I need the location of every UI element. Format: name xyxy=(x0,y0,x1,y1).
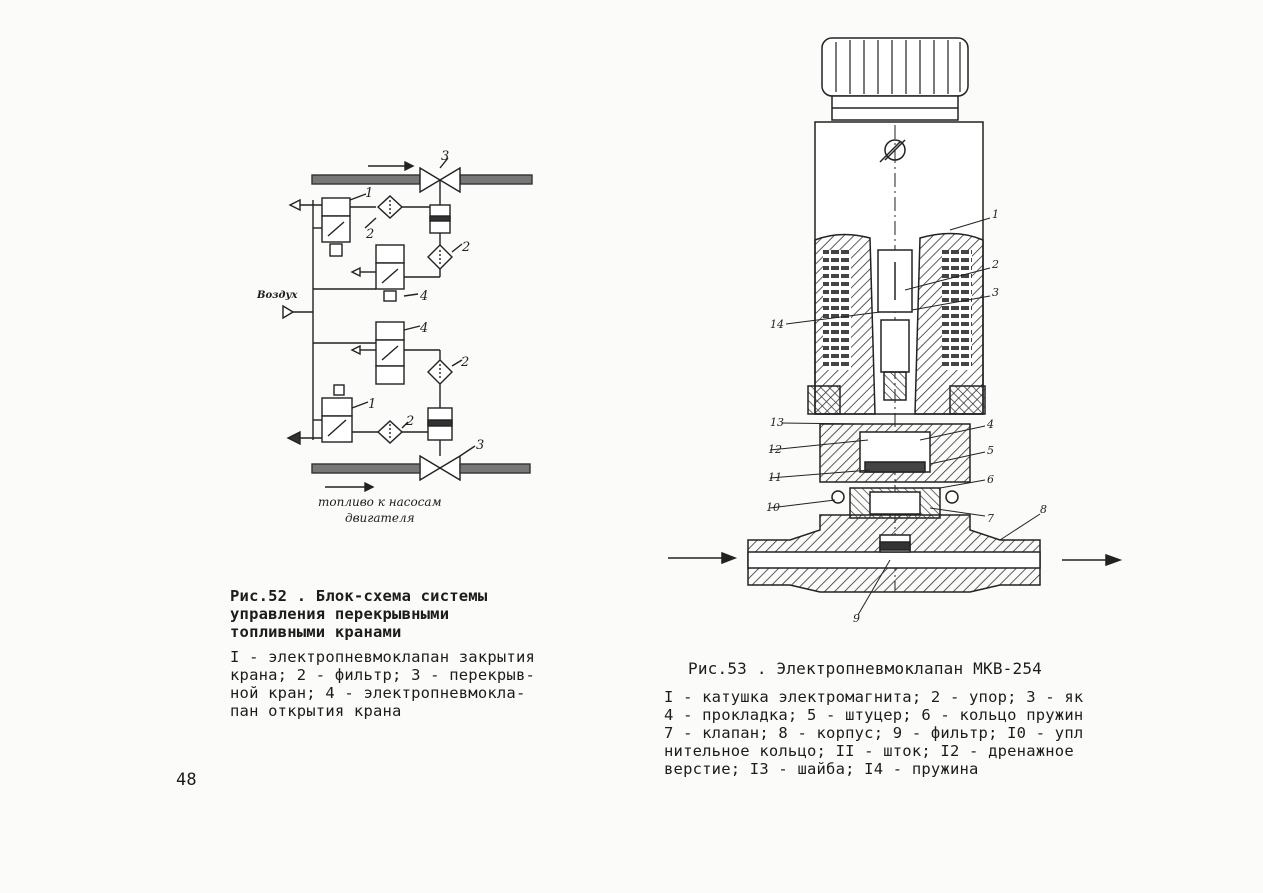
fig52-callout-4-upper: 4 xyxy=(419,289,428,304)
fig52-callout-1-top: 1 xyxy=(365,186,373,201)
fig53-callout-12: 12 xyxy=(768,443,782,456)
fig53-callout-3: 3 xyxy=(992,286,999,299)
fig52-air-label: Воздух xyxy=(257,290,298,301)
fig52-bottom-pipe xyxy=(311,463,421,474)
fig52-callout-3-top: 3 xyxy=(441,149,449,164)
fig53-cap xyxy=(821,37,969,97)
fig53-callout-11: 11 xyxy=(768,471,782,484)
fig52-callout-4-lower: 4 xyxy=(419,321,428,336)
fig53-callout-14: 14 xyxy=(770,318,784,331)
fig53-callout-4: 4 xyxy=(986,418,994,431)
fig53-caption: Рис.53 . Электропневмоклапан МКВ-254 xyxy=(688,659,1042,678)
fig53-callout-9: 9 xyxy=(853,612,860,625)
fig52-top-valve xyxy=(419,166,442,194)
fig53-callout-7: 7 xyxy=(987,512,994,525)
fig52-callout-2-right: 2 xyxy=(461,240,470,255)
fig52-callout-2-bottom: 2 xyxy=(405,414,414,429)
fig52-legend: I - электропневмоклапан закрытия крана; … xyxy=(230,648,536,720)
fig52-caption: Рис.52 . Блок-схема системы управления п… xyxy=(230,587,488,641)
fig53-callout-2: 2 xyxy=(991,258,999,271)
fig53-callout-13: 13 xyxy=(770,416,784,429)
fig52-air-inlet xyxy=(282,304,295,320)
fig53-callout-10: 10 xyxy=(766,501,780,514)
fig53-callout-5: 5 xyxy=(987,444,994,457)
fig52-callout-1-lower: 1 xyxy=(368,397,376,412)
fig53-legend: I - катушка электромагнита; 2 - упор; 3 … xyxy=(664,688,1084,778)
page-number: 48 xyxy=(176,770,197,790)
fig53-callout-6: 6 xyxy=(987,473,994,486)
fig52-callout-2-top: 2 xyxy=(365,227,374,242)
fig53-callout-1: 1 xyxy=(992,208,999,221)
fig52-fuel-label: топливо к насосам двигателя xyxy=(318,495,442,525)
fig52-callout-2-lower: 2 xyxy=(460,355,469,370)
fig53-callout-8: 8 xyxy=(1040,503,1047,516)
fig52-callout-3-bottom: 3 xyxy=(476,438,484,453)
